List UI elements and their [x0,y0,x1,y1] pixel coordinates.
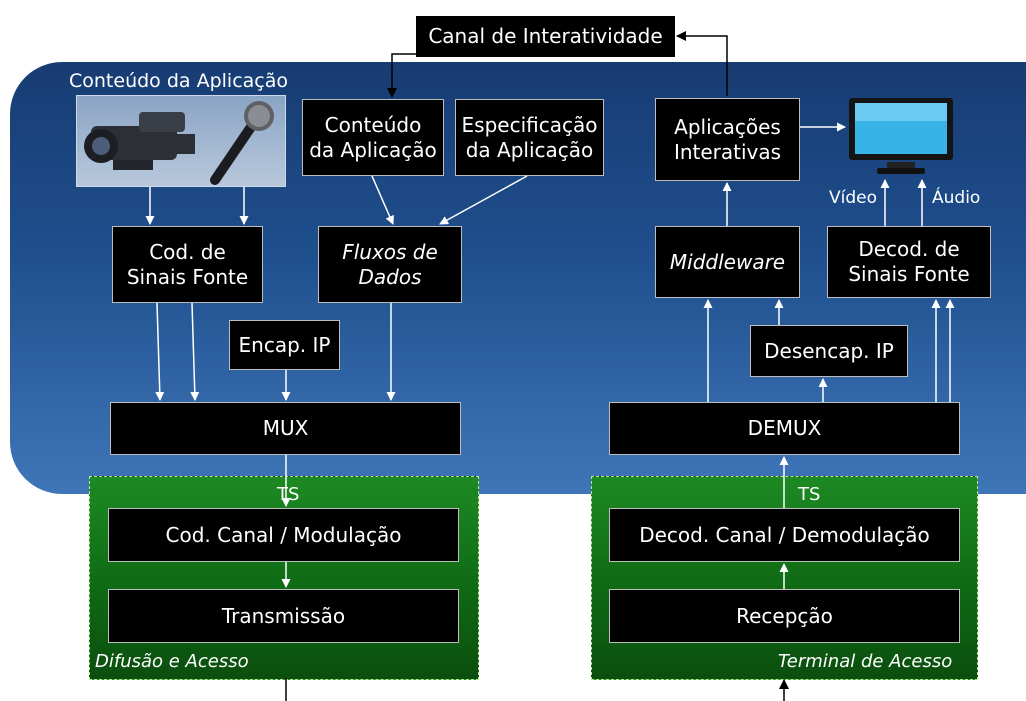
cod-sinais-fonte-box: Cod. de Sinais Fonte [112,226,263,303]
encap-ip-box: Encap. IP [229,320,340,370]
media-sources-frame [76,95,286,187]
canal-interatividade-box: Canal de Interatividade [416,16,675,57]
middleware-box: Middleware [655,226,800,298]
especificacao-aplicacao-box: Especificação da Aplicação [455,99,604,176]
cod-canal-modulacao-box: Cod. Canal / Modulação [108,508,459,562]
desencap-ip-box: Desencap. IP [750,325,908,377]
conteudo-aplicacao-box: Conteúdo da Aplicação [302,99,444,176]
aplicacoes-interativas-box: Aplicações Interativas [655,98,800,181]
ts-label-right: TS [798,484,821,505]
video-label: Vídeo [829,188,878,208]
microphone-icon [210,101,274,185]
difusao-acesso-label: Difusão e Acesso [95,651,249,672]
conteudo-aplicacao-title: Conteúdo da Aplicação [69,70,289,92]
audio-label: Áudio [932,188,981,208]
fluxos-dados-box: Fluxos de Dados [318,226,462,303]
terminal-acesso-label: Terminal de Acesso [778,651,953,672]
video-camera-icon [84,112,195,170]
demux-box: DEMUX [609,402,960,455]
transmissao-box: Transmissão [108,589,459,643]
television-icon [849,98,953,174]
canal-interatividade-label: Canal de Interatividade [428,24,663,48]
mux-box: MUX [110,402,461,455]
recepcao-box: Recepção [609,589,960,643]
decod-sinais-fonte-box: Decod. de Sinais Fonte [827,226,991,298]
decod-canal-demodulacao-box: Decod. Canal / Demodulação [609,508,960,562]
